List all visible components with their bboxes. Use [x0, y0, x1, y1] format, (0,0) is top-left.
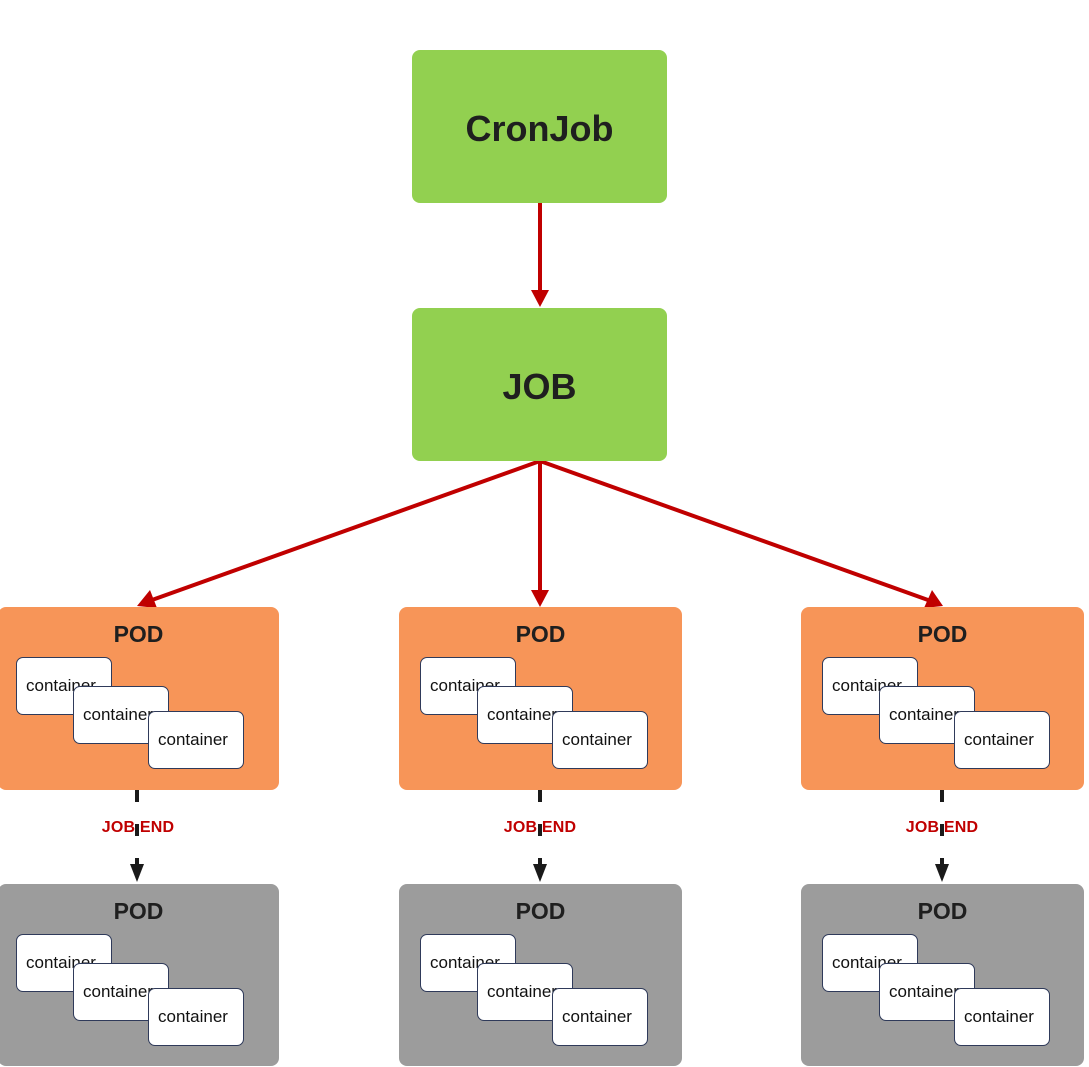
arrow-job-to-pod-2 — [531, 461, 549, 607]
job-label: JOB — [502, 366, 577, 407]
pod-ended-3: POD container container container — [801, 884, 1084, 1066]
arrow-job-end-2 — [533, 790, 547, 882]
arrow-job-end-3 — [935, 790, 949, 882]
container-box: container — [148, 711, 244, 769]
container-box: container — [552, 711, 648, 769]
container-box: container — [552, 988, 648, 1046]
pod-active-1: POD container container container — [0, 607, 279, 790]
pod-title: POD — [113, 621, 164, 647]
container-box: container — [148, 988, 244, 1046]
container-box: container — [954, 988, 1050, 1046]
pod-title: POD — [917, 898, 968, 924]
pod-ended-2: POD container container container — [399, 884, 682, 1066]
cronjob-node: CronJob — [412, 50, 667, 203]
job-node: JOB — [412, 308, 667, 461]
job-end-label-3: JOB END — [905, 819, 979, 836]
container-box: container — [954, 711, 1050, 769]
pod-title: POD — [917, 621, 968, 647]
pod-title: POD — [113, 898, 164, 924]
pod-title: POD — [515, 621, 566, 647]
cronjob-label: CronJob — [465, 108, 614, 149]
pod-ended-1: POD container container container — [0, 884, 279, 1066]
pod-active-3: POD container container container — [801, 607, 1084, 790]
pod-active-2: POD container container container — [399, 607, 682, 790]
job-end-label-2: JOB END — [503, 819, 577, 836]
arrow-job-end-1 — [130, 790, 144, 882]
arrow-job-to-pod-1 — [137, 459, 541, 608]
job-end-label-1: JOB END — [101, 819, 175, 836]
arrow-cronjob-to-job — [531, 203, 549, 307]
pod-title: POD — [515, 898, 566, 924]
arrow-job-to-pod-3 — [539, 459, 943, 608]
